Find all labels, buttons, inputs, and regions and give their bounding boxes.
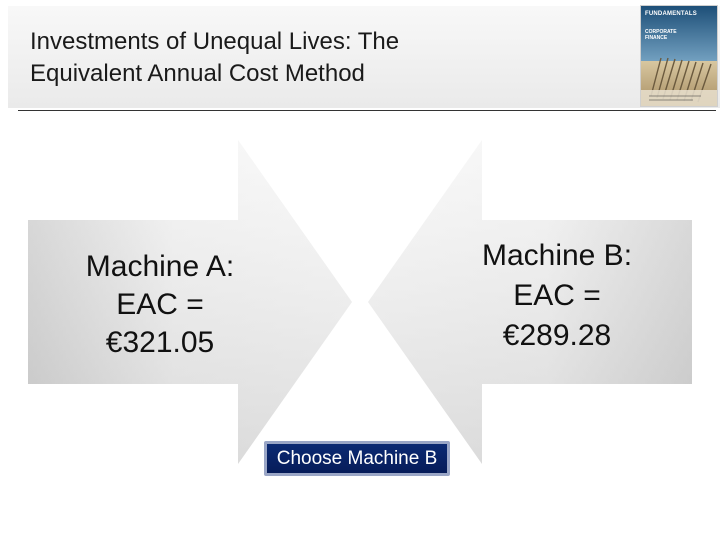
machine-b-eac-value: €289.28 [502,319,612,352]
book-cover-subtitle: CORPORATE FINANCE [645,29,705,41]
machine-b-label: Machine B: EAC = €289.28 [462,236,652,356]
machine-b-eac-label: EAC = [513,279,601,312]
book-cover-subtitle-line-2: FINANCE [645,35,668,41]
page-title: Investments of Unequal Lives: The Equiva… [30,26,590,90]
title-divider [18,110,716,111]
machine-a-label: Machine A: EAC = €321.05 [60,248,260,362]
choose-machine-b-button[interactable]: Choose Machine B [264,441,450,476]
machine-a-eac-value: €321.05 [105,326,215,359]
book-cover-image: FUNDAMENTALS CORPORATE FINANCE [640,5,718,107]
title-band [8,6,720,108]
machine-b-arrow [368,140,692,464]
book-cover-brand: FUNDAMENTALS [645,11,697,17]
machine-a-arrow [28,140,352,464]
machine-b-name: Machine B: [481,239,633,272]
machine-a-eac-label: EAC = [116,288,204,321]
book-cover-illustration [641,6,717,106]
book-cover-subtitle-line-1: CORPORATE [645,29,677,35]
page-title-line-2: Equivalent Annual Cost Method [30,60,365,87]
page-title-line-1: Investments of Unequal Lives: The [30,28,400,55]
machine-a-name: Machine A: [85,250,235,283]
